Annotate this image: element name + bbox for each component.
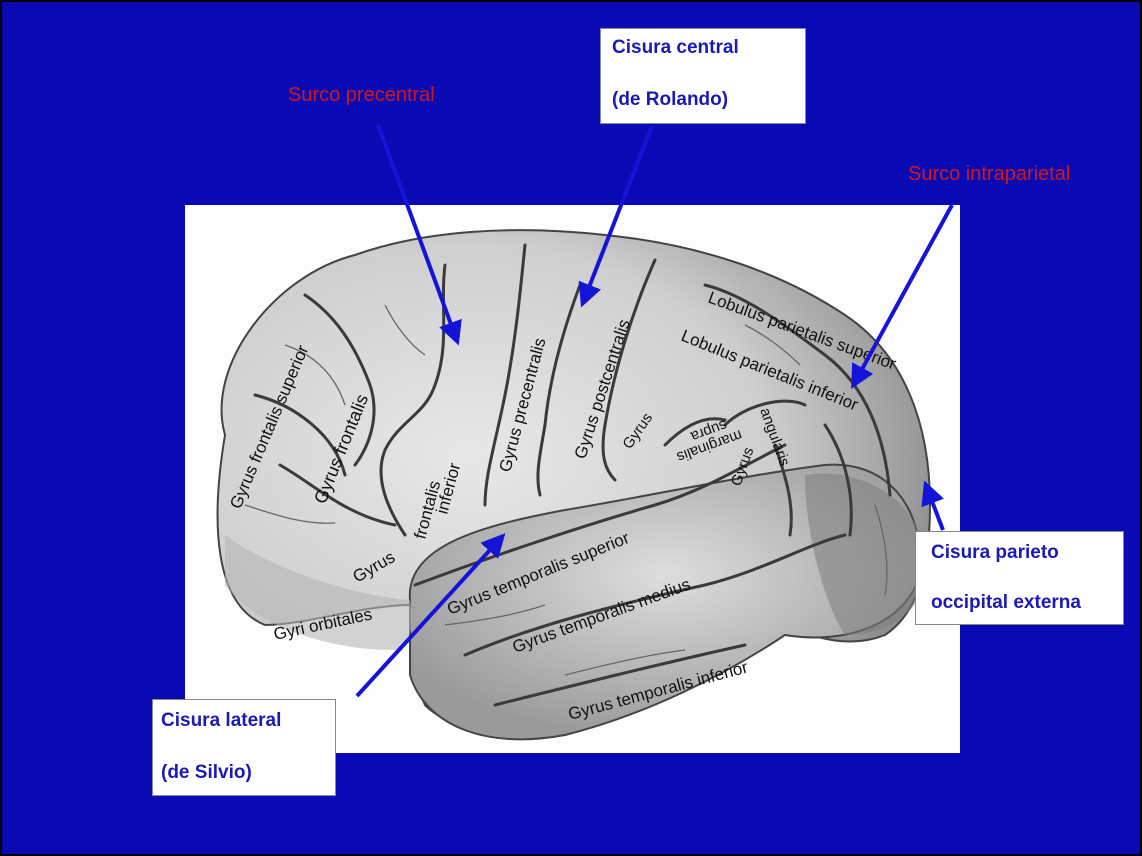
arrow-surco-intraparietal [851, 204, 954, 390]
cisura-lateral-box: Cisura lateral (de Silvio) [152, 699, 336, 796]
cisura-central-line1: Cisura central [612, 37, 739, 58]
occipital-shade [805, 473, 928, 635]
surco-precentral-label: Surco precentral [288, 84, 435, 106]
arrow-surco-precentral [376, 124, 462, 346]
orbital-shade [225, 535, 412, 650]
arrow-cisura-central [578, 125, 654, 308]
cisura-central-line2: (de Rolando) [612, 89, 729, 110]
cisura-parieto-line2: occipital externa [931, 592, 1081, 613]
cisura-parieto-box: Cisura parieto occipital externa [915, 531, 1124, 625]
arrow-cisura-parieto [921, 480, 945, 531]
brain-drawing: Gyrus frontalis superior Gyrus frontalis… [216, 229, 932, 741]
arrow-cisura-lateral [355, 533, 506, 698]
cisura-parieto-line1: Cisura parieto [931, 542, 1059, 563]
cisura-lateral-line1: Cisura lateral [161, 710, 282, 731]
brain-illustration: Gyrus frontalis superior Gyrus frontalis… [185, 205, 960, 753]
cisura-central-box: Cisura central (de Rolando) [600, 28, 806, 124]
surco-intraparietal-label: Surco intraparietal [908, 163, 1071, 185]
cisura-lateral-line2: (de Silvio) [161, 762, 252, 783]
